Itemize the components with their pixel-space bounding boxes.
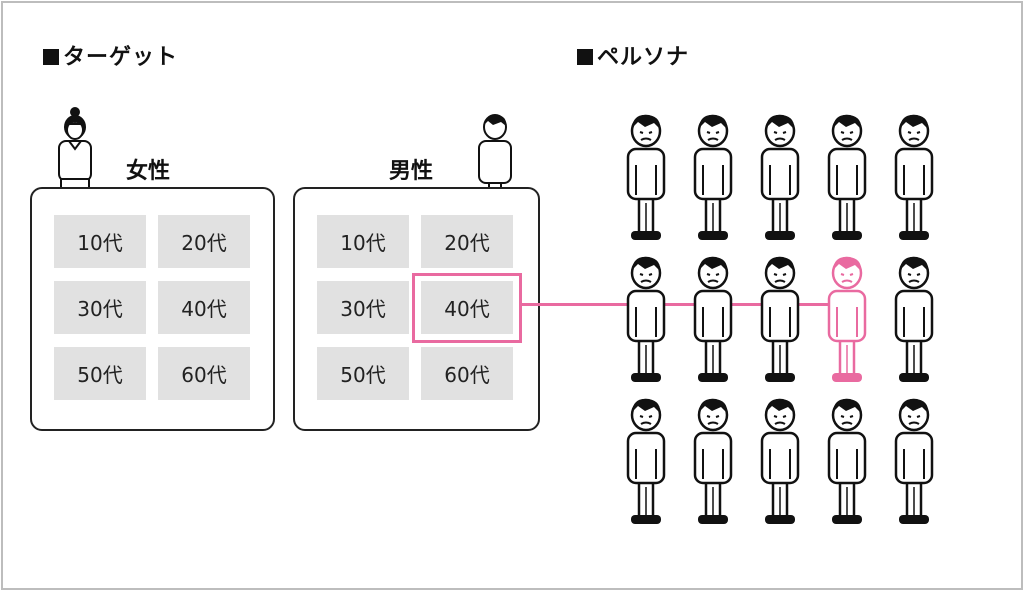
persona-man-icon xyxy=(894,114,934,240)
persona-man-icon xyxy=(894,398,934,524)
persona-man-icon xyxy=(693,398,733,524)
age-cell: 10代 xyxy=(317,215,409,268)
age-cell: 10代 xyxy=(54,215,146,268)
group-label-female: 女性 xyxy=(126,159,171,184)
age-cell: 60代 xyxy=(421,347,513,400)
persona-connector-line xyxy=(522,303,840,306)
group-label-male: 男性 xyxy=(389,159,434,184)
persona-heading-text: ペルソナ xyxy=(597,45,690,70)
persona-man-icon-highlighted xyxy=(827,256,867,382)
age-cell: 50代 xyxy=(54,347,146,400)
persona-man-icon xyxy=(827,398,867,524)
persona-man-icon xyxy=(827,114,867,240)
age-cell: 60代 xyxy=(158,347,250,400)
age-cell: 50代 xyxy=(317,347,409,400)
target-heading: ターゲット xyxy=(43,39,178,71)
heading-square-icon xyxy=(43,49,59,65)
persona-man-icon xyxy=(693,256,733,382)
persona-man-icon xyxy=(894,256,934,382)
heading-square-icon xyxy=(577,49,593,65)
age-cell: 20代 xyxy=(421,215,513,268)
persona-man-icon xyxy=(626,114,666,240)
age-cell: 40代 xyxy=(421,281,513,334)
age-cell: 30代 xyxy=(317,281,409,334)
target-heading-text: ターゲット xyxy=(63,45,179,70)
persona-man-icon xyxy=(693,114,733,240)
persona-man-icon xyxy=(760,398,800,524)
persona-man-icon xyxy=(760,114,800,240)
persona-man-icon xyxy=(626,398,666,524)
age-cell: 30代 xyxy=(54,281,146,334)
persona-heading: ペルソナ xyxy=(577,39,689,71)
persona-man-icon xyxy=(626,256,666,382)
persona-man-icon xyxy=(760,256,800,382)
age-cell: 20代 xyxy=(158,215,250,268)
selected-segment-highlight xyxy=(412,273,522,343)
age-cell: 40代 xyxy=(158,281,250,334)
